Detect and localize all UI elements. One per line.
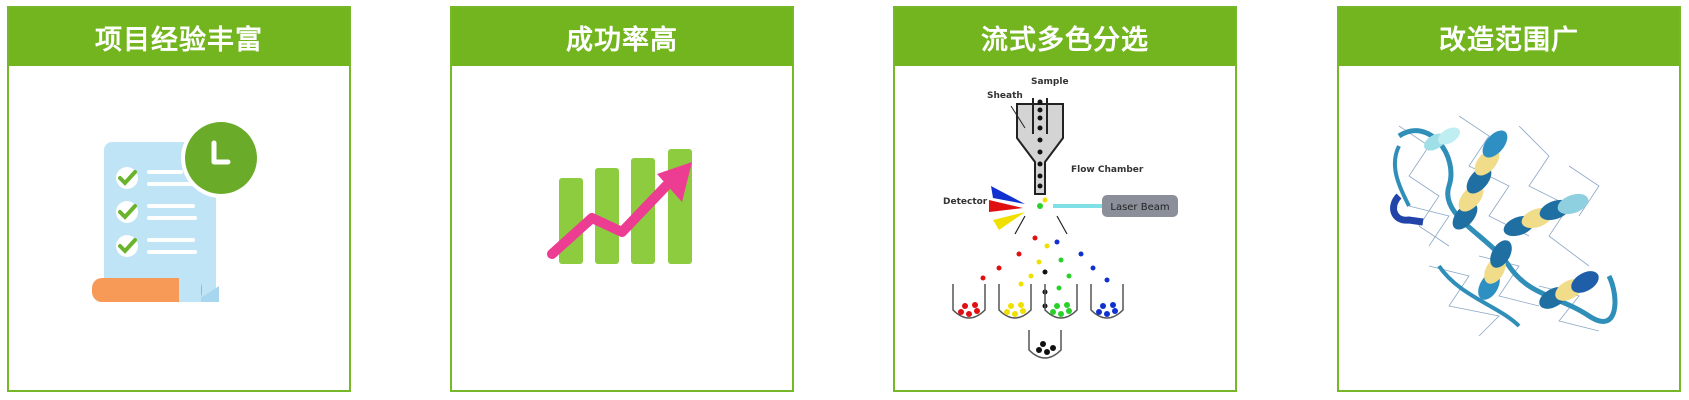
growth-chart-icon <box>547 149 692 264</box>
flow-chamber-label: Flow Chamber <box>1071 165 1144 175</box>
checklist-icon <box>92 118 261 302</box>
protein-structure-icon <box>1390 115 1618 337</box>
laser-beam-label: Laser Beam <box>1110 202 1169 213</box>
card-body <box>9 66 349 390</box>
card-title: 改造范围广 <box>1339 8 1679 66</box>
card-flow-sorting: 流式多色分选 Sample Sheath Flow Chamber Detect… <box>893 6 1237 392</box>
card-body <box>1339 66 1679 390</box>
card-title: 流式多色分选 <box>895 8 1235 66</box>
card-body <box>452 66 792 390</box>
card-wide-modification-range: 改造范围广 <box>1337 6 1681 392</box>
detector-label: Detector <box>943 197 988 207</box>
flow-cytometry-diagram: Sample Sheath Flow Chamber Detector Lase… <box>943 77 1178 359</box>
card-title: 项目经验丰富 <box>9 8 349 66</box>
card-project-experience: 项目经验丰富 <box>7 6 351 392</box>
sheath-label: Sheath <box>987 91 1023 101</box>
sample-label: Sample <box>1031 77 1069 87</box>
card-high-success-rate: 成功率高 <box>450 6 794 392</box>
card-title: 成功率高 <box>452 8 792 66</box>
card-body: Sample Sheath Flow Chamber Detector Lase… <box>895 66 1235 390</box>
